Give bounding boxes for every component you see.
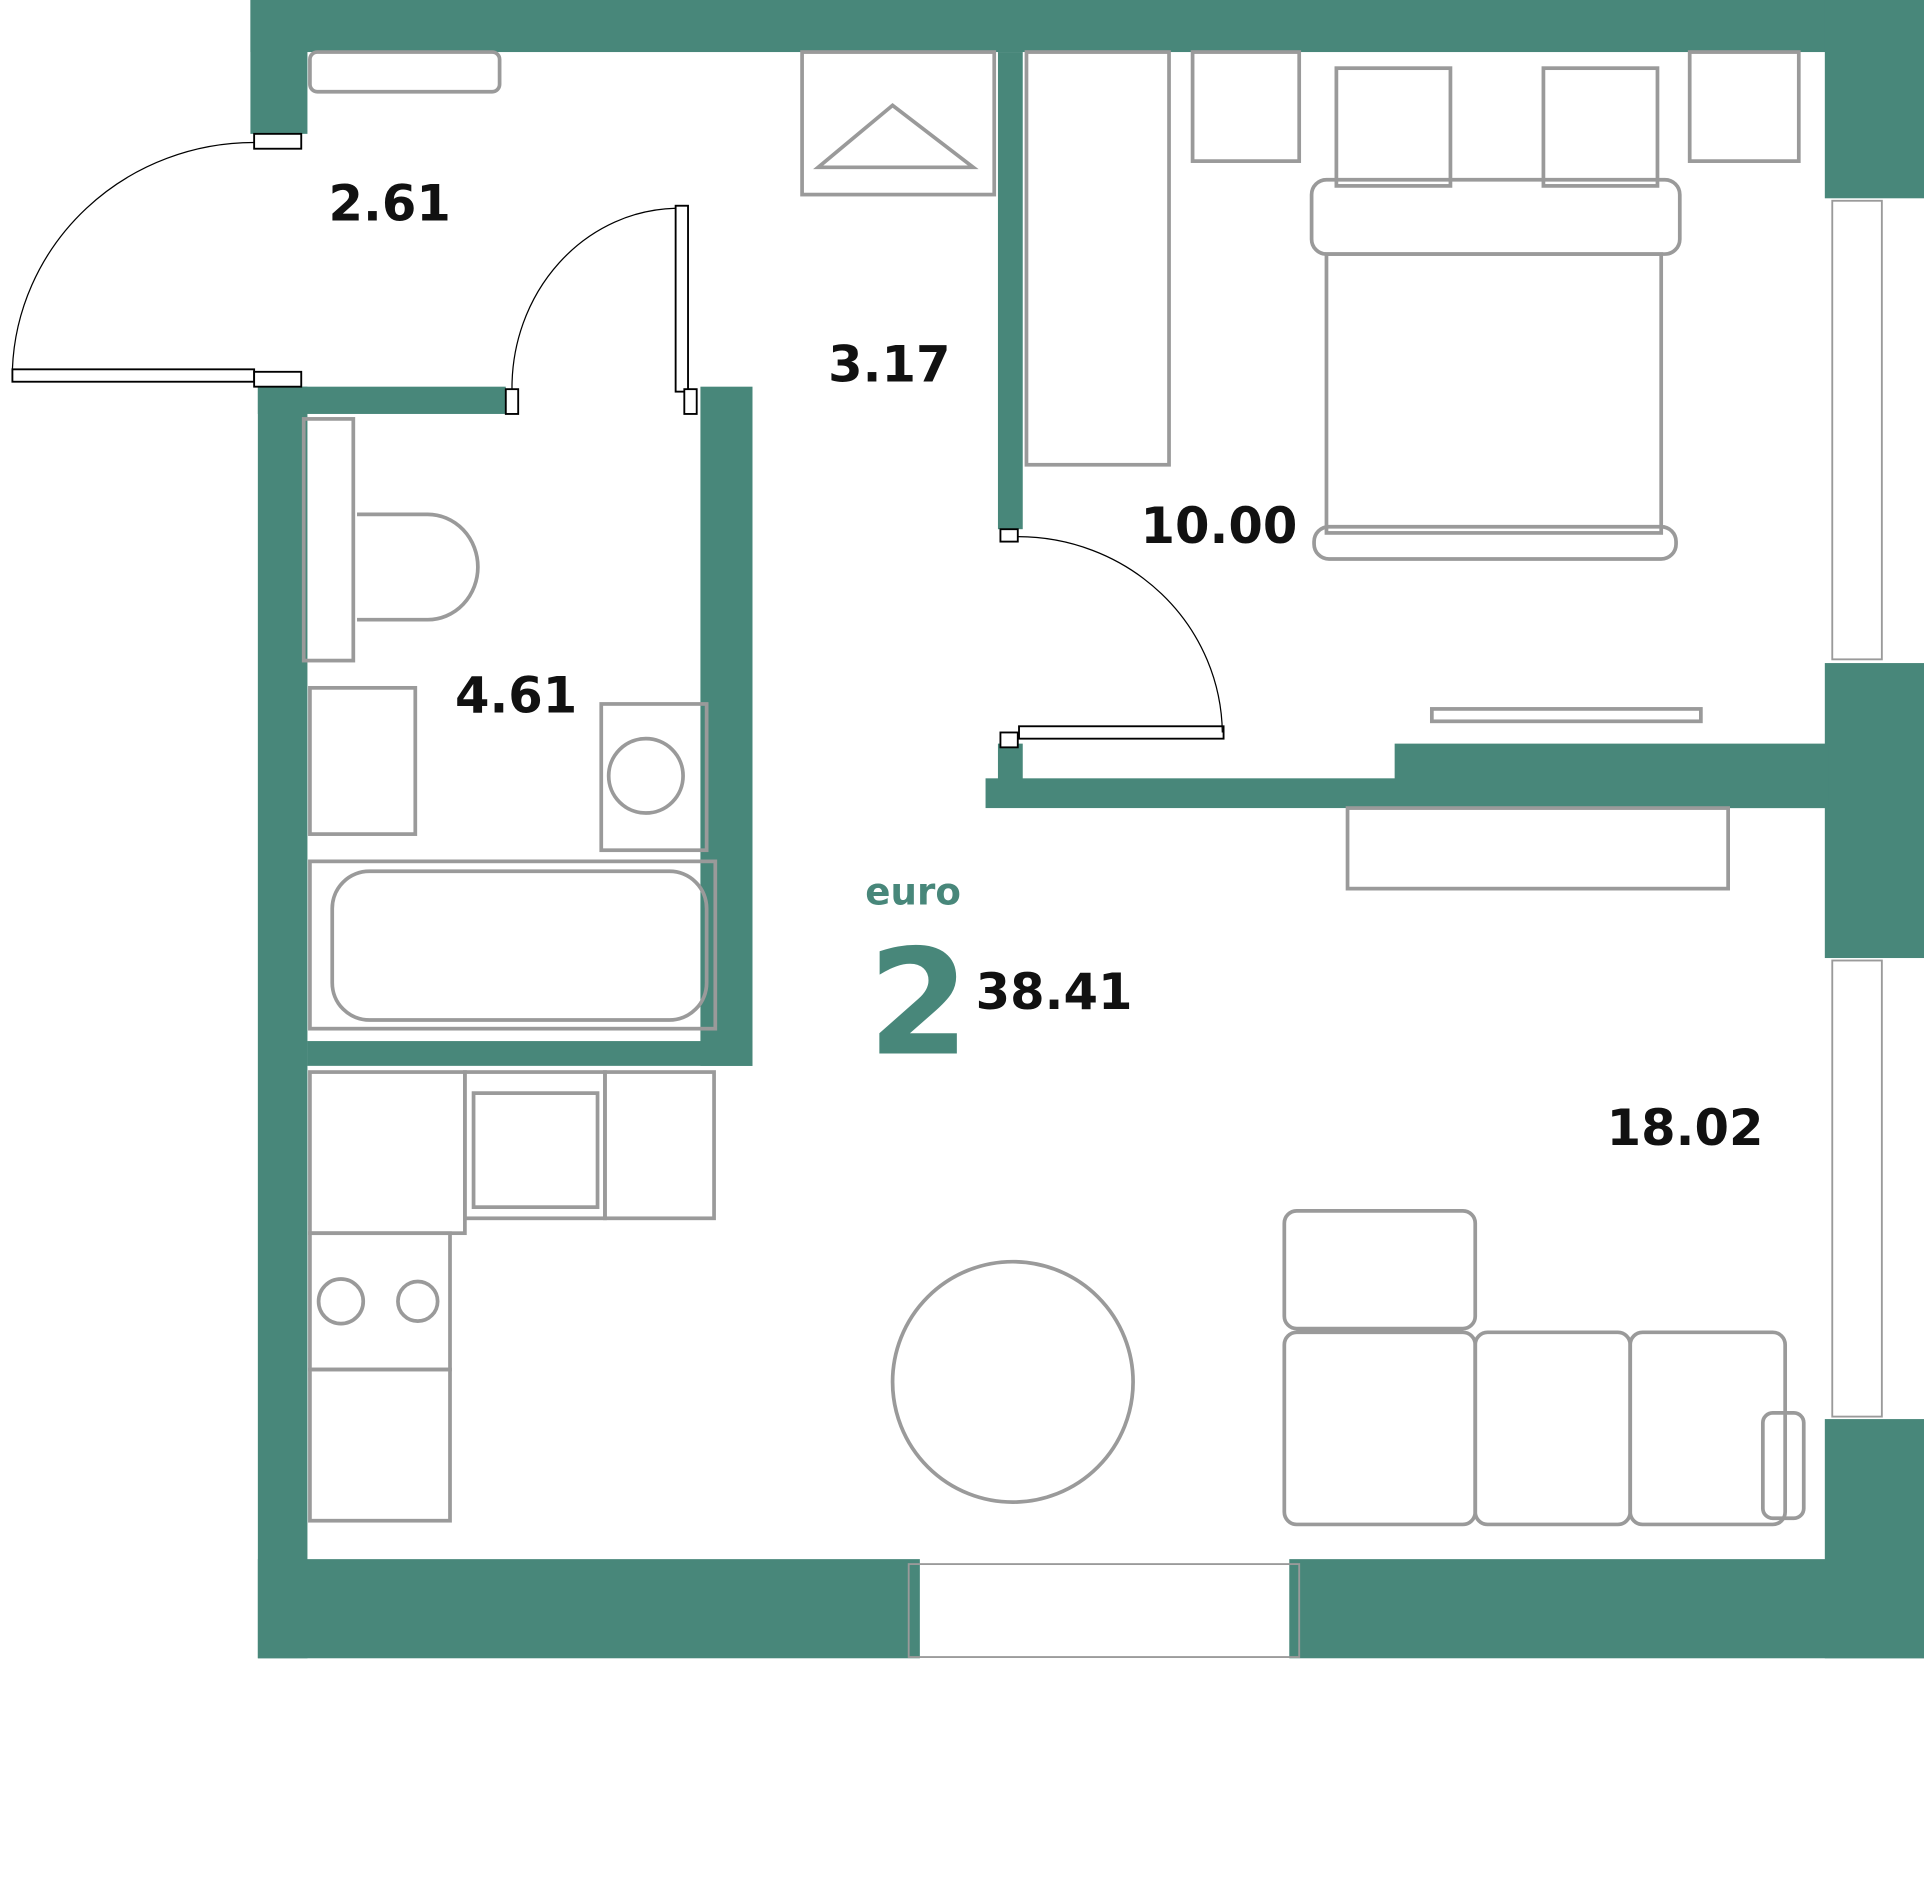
furniture [301,50,1806,1527]
labels: 2.61 3.17 10.00 4.61 18.02 euro 2 38.41 [329,175,1764,1158]
total-area: 38.41 [976,963,1133,1021]
doors [11,132,1225,749]
room-area-hall: 3.17 [828,336,950,394]
windows [907,199,1883,1658]
layout-type-label: euro [865,870,961,914]
walls [250,0,1924,1659]
room-area-bedroom: 10.00 [1141,497,1298,555]
room-area-bathroom: 4.61 [455,667,577,725]
room-area-entrance: 2.61 [329,175,451,233]
room-area-living: 18.02 [1607,1099,1764,1157]
rooms-count: 2 [868,918,970,1088]
